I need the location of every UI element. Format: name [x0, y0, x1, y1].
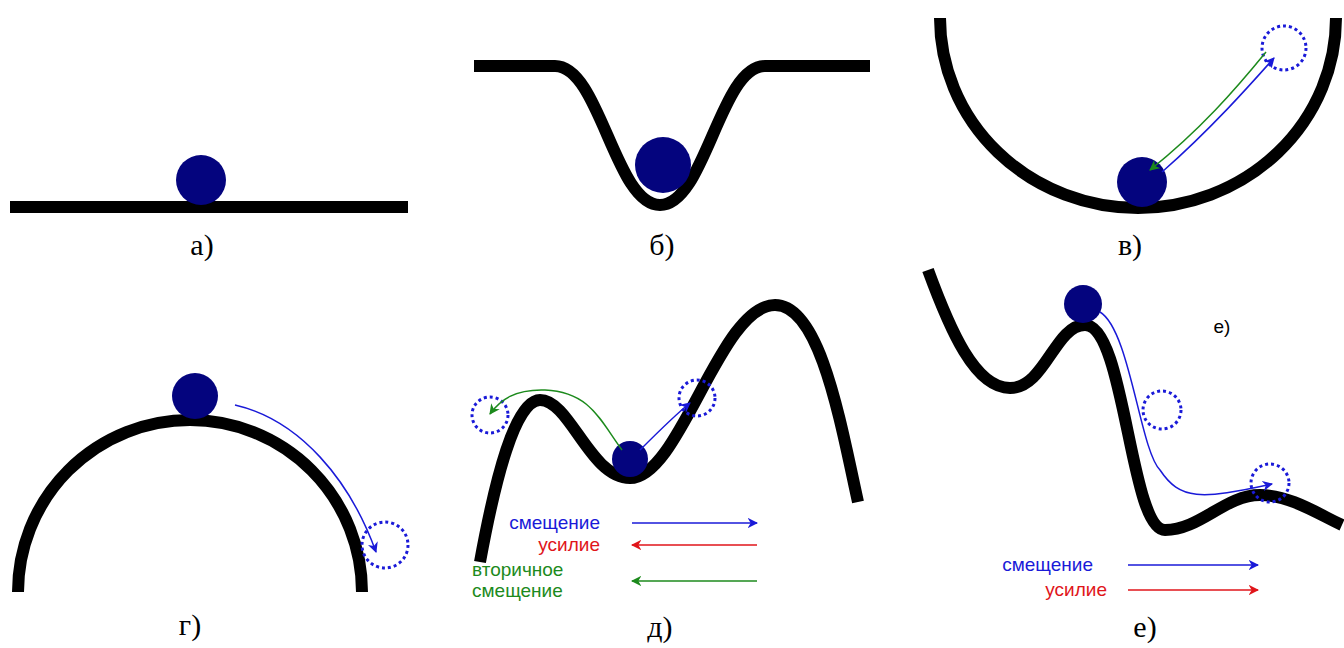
panel-label: б): [649, 230, 674, 260]
well-surface: [474, 66, 870, 205]
panel-label: в): [1118, 230, 1142, 260]
displaced-position: [1251, 464, 1289, 502]
legend-text: смещение: [509, 513, 600, 534]
displacement-arrow: [640, 403, 690, 450]
displacement-arrow: [1100, 312, 1272, 495]
ball: [176, 155, 226, 205]
panel-label: г): [179, 610, 201, 640]
secondary-arrow: [490, 390, 622, 450]
metastable-surface: [480, 305, 858, 562]
legend-text: вторичное смещение: [472, 560, 594, 602]
ball: [1117, 157, 1167, 207]
displacement-arrow: [1162, 58, 1274, 172]
panel-label: д): [647, 612, 672, 642]
displaced-position: [362, 522, 408, 568]
dome-surface: [18, 420, 362, 592]
displaced-position: [679, 380, 715, 416]
panel-tag: е): [1214, 317, 1231, 336]
panel-label: а): [190, 230, 213, 260]
legend-text: усилие: [538, 535, 600, 556]
legend-text: усилие: [1045, 580, 1107, 601]
ball: [172, 373, 218, 419]
unstable-surface: [928, 270, 1342, 530]
ball: [635, 137, 691, 193]
panel-label: е): [1133, 612, 1156, 642]
legend-sample: [632, 544, 757, 546]
legend-sample: [1128, 564, 1258, 566]
return-arrow: [1150, 52, 1266, 170]
legend-sample: [632, 580, 757, 582]
displacement-arrow: [235, 405, 376, 552]
displaced-position: [472, 397, 508, 433]
legend-sample: [632, 522, 757, 524]
displaced-position: [1143, 391, 1181, 429]
ball: [1064, 285, 1102, 323]
legend-text: смещение: [1002, 555, 1093, 576]
bowl-surface: [940, 18, 1336, 208]
legend-sample: [1128, 589, 1258, 591]
